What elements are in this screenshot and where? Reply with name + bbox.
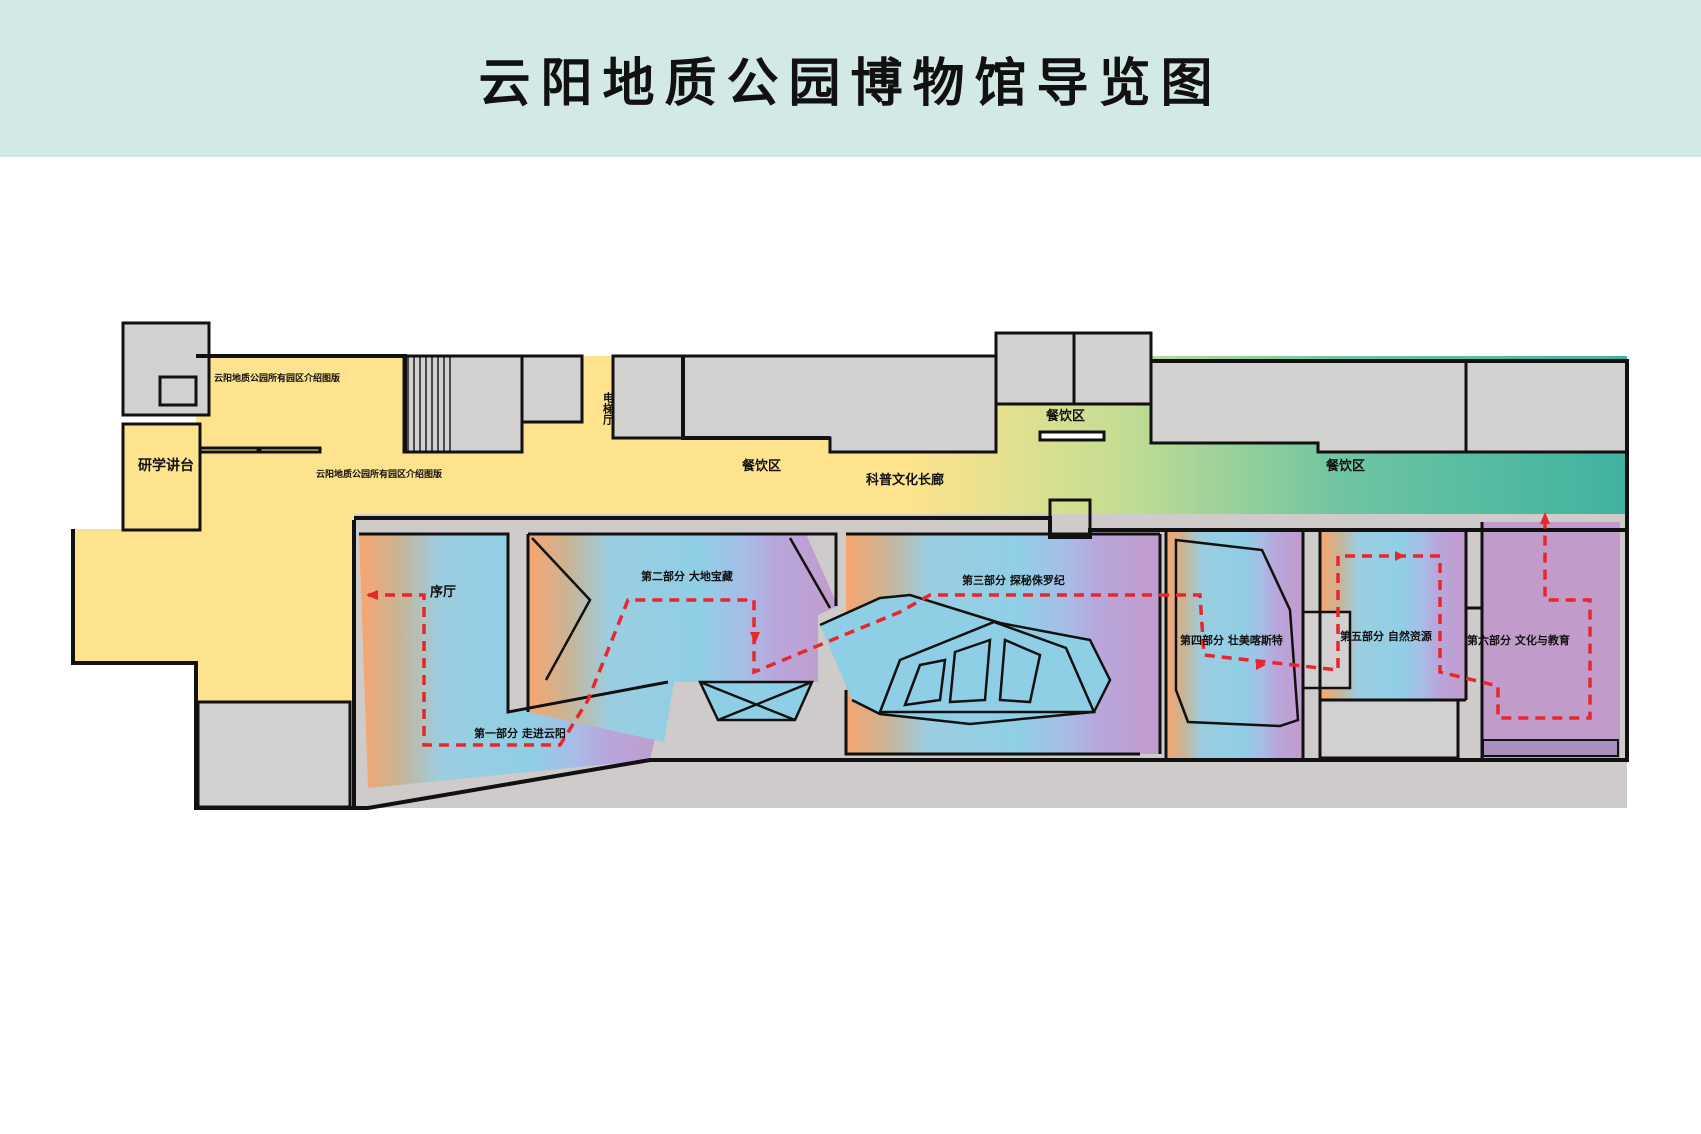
route-arrow-5 xyxy=(750,632,760,644)
stair-box xyxy=(158,375,198,407)
label-dining-2: 餐饮区 xyxy=(1045,408,1085,424)
route-path xyxy=(368,520,1592,747)
dining-counter xyxy=(1038,430,1106,442)
wall-north-east xyxy=(1151,359,1629,514)
label-part4: 第四部分 壮美喀斯特 xyxy=(1180,633,1283,647)
label-part3: 第三部分 探秘侏罗纪 xyxy=(962,573,1065,587)
north-room-2 xyxy=(994,331,1076,406)
exhibit-structures xyxy=(531,537,1352,728)
southwest-room xyxy=(196,700,352,809)
label-part2: 第二部分 大地宝藏 xyxy=(641,569,733,583)
route-arrows xyxy=(366,512,1550,670)
staircase xyxy=(402,354,524,454)
label-part1: 第一部分 走进云阳 xyxy=(474,726,566,740)
stair-box-outline xyxy=(159,376,197,406)
karst-exhibit-outline xyxy=(1174,538,1300,728)
label-part6: 第六部分 文化与教育 xyxy=(1467,633,1570,647)
intro-board-2-mark xyxy=(258,446,322,454)
part2-hall xyxy=(528,534,838,742)
part2-wall-left xyxy=(531,537,592,681)
part6-hall xyxy=(1482,522,1620,758)
wall-south xyxy=(354,514,1629,810)
label-dining-3: 餐饮区 xyxy=(1325,458,1365,474)
route-arrow-1 xyxy=(366,590,378,600)
exhibit-cell-3 xyxy=(998,638,1042,704)
label-corridor: 科普文化长廊 xyxy=(866,472,944,488)
case-diag-2 xyxy=(717,680,813,722)
label-dining-1: 餐饮区 xyxy=(741,458,781,474)
south-room xyxy=(1318,698,1460,760)
route-arrow-4 xyxy=(1395,551,1405,561)
case-diag-1 xyxy=(699,680,796,722)
part2-wall-right xyxy=(788,537,832,609)
title-banner: 云阳地质公园博物馆导览图 xyxy=(0,0,1701,157)
elevator-shaft xyxy=(611,354,685,440)
wall-hall-north xyxy=(354,516,1627,539)
label-intro-board-1: 云阳地质公园所有园区介绍图版 xyxy=(214,372,340,384)
part6-display-cases xyxy=(1482,739,1619,757)
route-arrow-2 xyxy=(1540,512,1550,524)
wall-north-west xyxy=(196,354,407,452)
stair-treads xyxy=(407,356,451,452)
north-room-5 xyxy=(1464,359,1629,454)
part4-hall xyxy=(1166,528,1303,758)
pillar xyxy=(1048,498,1092,537)
label-elevator: 电梯厅 xyxy=(602,391,615,426)
research-stage-room xyxy=(121,422,202,532)
route-arrow-3 xyxy=(1256,660,1266,670)
exhibit-cell-1 xyxy=(903,658,947,707)
partition-part3-south xyxy=(844,690,1140,756)
visitor-route xyxy=(368,520,1592,747)
passage-part4-part5 xyxy=(1301,610,1352,690)
wall-south-west xyxy=(71,529,354,810)
wall-north-mid xyxy=(681,356,830,440)
part5-hall xyxy=(1320,528,1466,700)
exhibit-cell-2 xyxy=(948,638,992,704)
label-lobby: 序厅 xyxy=(430,584,456,600)
label-intro-board-2: 云阳地质公园所有园区介绍图版 xyxy=(316,468,442,480)
store-room xyxy=(520,354,584,424)
hall-partitions xyxy=(198,430,1484,758)
intro-board-1-mark xyxy=(198,446,260,454)
label-research-stage: 研学讲台 xyxy=(138,457,194,474)
north-room-4 xyxy=(1149,359,1468,454)
page-title: 云阳地质公园博物馆导览图 xyxy=(478,53,1223,114)
label-part5: 第五部分 自然资源 xyxy=(1340,629,1432,643)
service-rooms xyxy=(121,321,1629,809)
north-room-3 xyxy=(1072,331,1153,406)
map-labels: 研学讲台 云阳地质公园所有园区介绍图版 云阳地质公园所有园区介绍图版 电梯厅 餐… xyxy=(138,372,1570,740)
walls xyxy=(71,354,1629,810)
partition-part2-north xyxy=(528,532,838,606)
